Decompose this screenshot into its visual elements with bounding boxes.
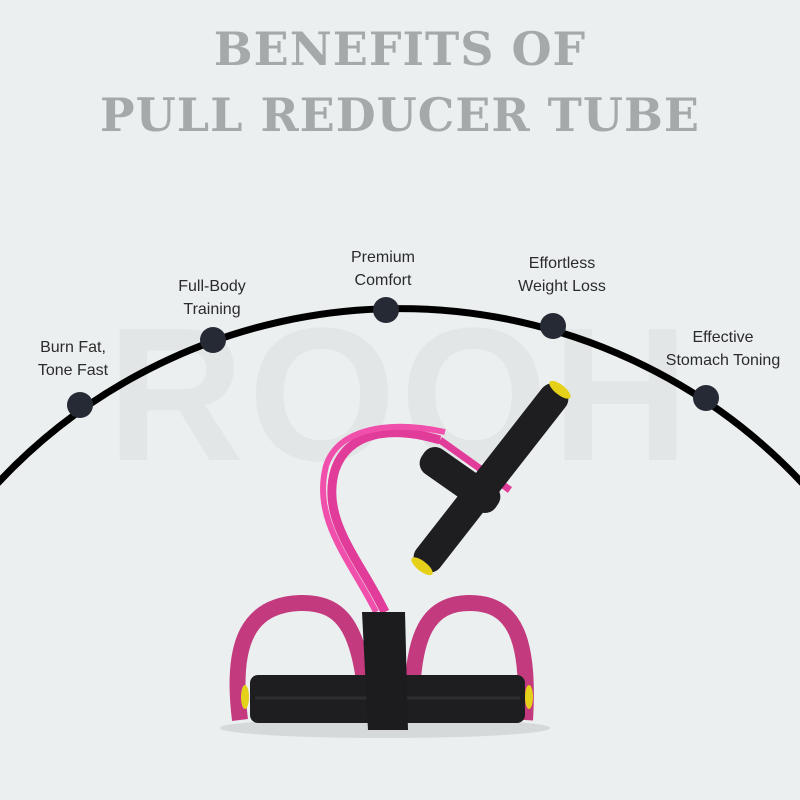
benefit-label-line: Full-Body [178,278,246,295]
benefit-dot-1 [67,392,93,418]
benefit-label-line: Training [183,301,241,318]
benefit-label-line: Weight Loss [518,278,606,295]
benefit-label-premium-comfort: Premium Comfort [351,246,415,292]
benefit-dot-4 [540,313,566,339]
benefit-label-line: Burn Fat, [40,339,106,356]
benefit-label-burn-fat: Burn Fat, Tone Fast [38,336,108,382]
title-line-1: BENEFITS OF [213,22,587,76]
benefit-dot-2 [200,327,226,353]
benefit-label-line: Tone Fast [37,362,109,379]
benefit-dot-3 [373,297,399,323]
benefit-label-full-body: Full-Body Training [178,275,246,321]
benefit-dot-5 [693,385,719,411]
benefit-label-line: Effective [692,329,754,346]
benefit-label-line: Premium [350,249,416,266]
benefit-label-weight-loss: Effortless Weight Loss [518,252,606,298]
benefit-label-line: Effortless [528,255,596,272]
benefit-label-stomach-toning: Effective Stomach Toning [666,326,780,372]
benefit-label-line: Comfort [354,272,412,289]
benefit-label-line: Stomach Toning [665,352,781,369]
title-line-2: PULL REDUCER TUBE [100,88,700,142]
